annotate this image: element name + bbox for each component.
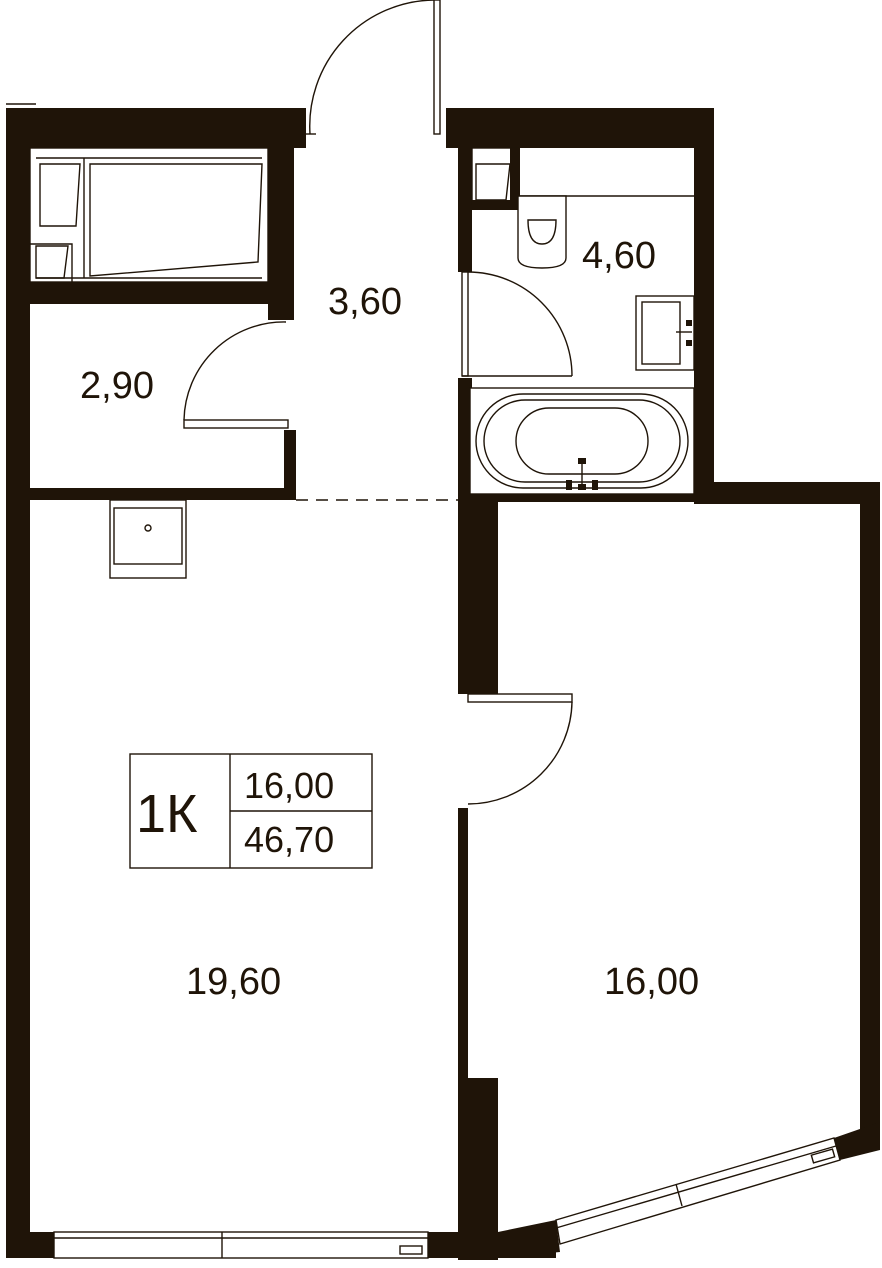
wall-storage-bottom: [30, 488, 296, 500]
apartment-badge: 1К 16,00 46,70: [129, 753, 373, 869]
window-kitchen: [53, 1231, 429, 1259]
wall-top-right: [446, 108, 714, 148]
room-area-kitchen-living: 19,60: [186, 961, 281, 1003]
apartment-type: 1К: [136, 784, 198, 844]
room-area-bathroom: 4,60: [582, 235, 656, 277]
sink-icon: [635, 295, 695, 371]
wall-top-left: [6, 108, 306, 148]
wall-corridor-left-upper: [268, 130, 294, 320]
bedroom-door-leaf[interactable]: [467, 693, 573, 703]
wall-corridor-left-lower: [284, 430, 296, 500]
entrance-door-leaf[interactable]: [433, 0, 441, 135]
storage-door-leaf[interactable]: [183, 419, 289, 429]
wall-partition-upper: [458, 498, 498, 694]
wardrobe: [29, 147, 269, 283]
doors: [183, 0, 573, 805]
storage-door-swing: [183, 321, 287, 421]
window-bedroom: [555, 1137, 841, 1245]
wall-bath-right: [694, 108, 714, 500]
hob-icon: [109, 499, 187, 579]
wall-bedroom-top: [694, 482, 880, 504]
total-area: 46,70: [244, 819, 334, 860]
bedroom-door-swing: [467, 701, 573, 805]
fixtures: [29, 147, 695, 579]
wall-partition-mid: [458, 808, 468, 1080]
toilet-icon: [517, 195, 567, 269]
wall-partition-lower: [458, 1078, 498, 1260]
windows: [6, 103, 841, 1259]
entrance-door-swing: [309, 0, 435, 135]
bath-door-swing: [467, 271, 573, 377]
wall-wardrobe-bottom: [30, 282, 292, 304]
walls: [6, 108, 880, 1260]
wall-bath-left-lower: [458, 378, 472, 498]
wall-right: [860, 482, 880, 1142]
bathtub-icon: [469, 387, 695, 495]
wall-bottom-left: [6, 1232, 54, 1258]
room-area-bedroom: 16,00: [604, 961, 699, 1003]
living-area: 16,00: [244, 765, 334, 806]
room-labels: 2,90 3,60 4,60 19,60 16,00: [80, 235, 699, 1003]
bath-door-leaf[interactable]: [461, 271, 469, 377]
wall-bath-left-upper: [458, 130, 472, 272]
room-area-hallway: 3,60: [328, 281, 402, 323]
wall-left: [6, 108, 30, 1258]
wall-bottom-corner: [498, 1220, 560, 1258]
wall-right-corner: [834, 1122, 880, 1160]
room-area-storage: 2,90: [80, 365, 154, 407]
